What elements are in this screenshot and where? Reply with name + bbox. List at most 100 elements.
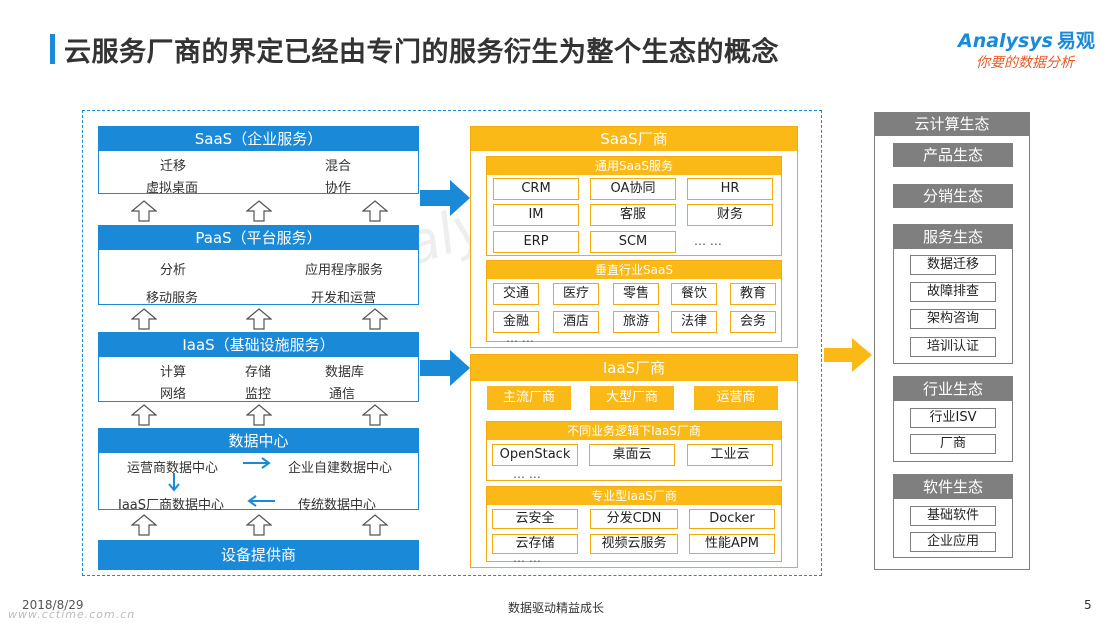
paas-item: 应用程序服务	[305, 263, 384, 278]
product-ecosystem: 产品生态	[893, 143, 1013, 167]
left-arrow-icon	[247, 495, 275, 507]
up-arrow-icon	[246, 404, 272, 426]
general-saas-item: HR	[687, 178, 773, 200]
title-accent-bar	[50, 34, 55, 64]
iaas-type-item: 大型厂商	[590, 386, 674, 410]
right-arrow-icon	[824, 338, 872, 372]
special-iaas-item: 性能APM	[689, 534, 775, 554]
general-saas-item: 客服	[590, 204, 676, 226]
service-ecosystem-box: 服务生态	[893, 224, 1013, 364]
footer-url: www.cctime.com.cn	[8, 608, 136, 621]
special-iaas-more: … …	[513, 551, 541, 565]
up-arrow-icon	[246, 200, 272, 222]
iaas-layer-title: IaaS（基础设施服务）	[99, 333, 418, 357]
paas-layer-box: PaaS（平台服务）	[98, 225, 419, 305]
special-iaas-item: 云存储	[492, 534, 578, 554]
special-iaas-item: 云安全	[492, 509, 578, 529]
general-saas-item: CRM	[493, 178, 579, 200]
iaas-item: 存储	[245, 365, 272, 380]
iaas-item: 监控	[245, 387, 272, 402]
datacenter-layer-title: 数据中心	[99, 429, 418, 453]
saas-vendor-title: SaaS厂商	[471, 127, 797, 151]
vertical-saas-item: 酒店	[553, 311, 599, 333]
iaas-layer-box: IaaS（基础设施服务）	[98, 332, 419, 402]
saas-item: 混合	[325, 159, 352, 174]
service-ecosystem-item: 数据迁移	[910, 255, 996, 275]
software-ecosystem-item: 基础软件	[910, 506, 996, 526]
vertical-saas-item: 医疗	[553, 283, 599, 305]
datacenter-layer-box: 数据中心	[98, 428, 419, 510]
iaas-logic-title: 不同业务逻辑下IaaS厂商	[487, 422, 781, 440]
special-iaas-item: Docker	[689, 509, 775, 529]
iaas-logic-more: … …	[513, 467, 541, 481]
industry-ecosystem-item: 厂商	[910, 434, 996, 454]
iaas-item: 计算	[160, 365, 187, 380]
datacenter-item: 传统数据中心	[298, 498, 377, 513]
industry-ecosystem-box: 行业生态	[893, 376, 1013, 462]
vertical-saas-item: 交通	[493, 283, 539, 305]
general-saas-item: OA协同	[590, 178, 676, 200]
device-provider-title: 设备提供商	[99, 541, 418, 569]
vertical-saas-item: 会务	[730, 311, 776, 333]
iaas-logic-item: 桌面云	[589, 444, 675, 466]
iaas-type-item: 运营商	[694, 386, 778, 410]
general-saas-title: 通用SaaS服务	[487, 157, 781, 175]
saas-layer-title: SaaS（企业服务）	[99, 127, 418, 151]
logo-en: Analysys	[958, 30, 1053, 52]
up-arrow-icon	[246, 308, 272, 330]
saas-item: 协作	[325, 181, 352, 196]
page-number: 5	[1084, 598, 1092, 612]
footer-date: 2018/8/29	[22, 598, 84, 612]
down-arrow-icon	[168, 473, 180, 492]
software-ecosystem-box: 软件生态	[893, 474, 1013, 558]
logo-slogan: 你要的数据分析	[976, 55, 1074, 71]
iaas-item: 通信	[329, 387, 356, 402]
iaas-logic-item: 工业云	[687, 444, 773, 466]
paas-item: 开发和运营	[311, 291, 377, 306]
right-arrow-icon	[420, 180, 470, 216]
special-iaas-item: 视频云服务	[590, 534, 678, 554]
paas-item: 移动服务	[146, 291, 199, 306]
logo-cn: 易观	[1056, 30, 1095, 52]
vertical-saas-title: 垂直行业SaaS	[487, 261, 781, 279]
paas-item: 分析	[160, 263, 187, 278]
general-saas-item: IM	[493, 204, 579, 226]
industry-ecosystem-item: 行业ISV	[910, 408, 996, 428]
up-arrow-icon	[131, 200, 157, 222]
vertical-saas-item: 教育	[730, 283, 776, 305]
saas-layer-box: SaaS（企业服务）	[98, 126, 419, 194]
vertical-saas-item: 餐饮	[671, 283, 717, 305]
up-arrow-icon	[362, 308, 388, 330]
up-arrow-icon	[362, 514, 388, 536]
device-provider-box: 设备提供商	[98, 540, 419, 570]
page-title: 云服务厂商的界定已经由专门的服务衍生为整个生态的概念	[64, 37, 779, 68]
general-saas-item: ERP	[493, 231, 579, 253]
service-ecosystem-item: 培训认证	[910, 337, 996, 357]
special-iaas-item: 分发CDN	[590, 509, 678, 529]
vertical-saas-item: 零售	[613, 283, 659, 305]
footer-slogan: 数据驱动精益成长	[508, 601, 605, 615]
iaas-vendor-title: IaaS厂商	[471, 355, 797, 381]
software-ecosystem-item: 企业应用	[910, 532, 996, 552]
service-ecosystem-item: 架构咨询	[910, 309, 996, 329]
software-ecosystem-title: 软件生态	[894, 475, 1012, 499]
cloud-ecosystem-title: 云计算生态	[874, 112, 1030, 136]
iaas-logic-item: OpenStack	[492, 444, 578, 466]
vertical-saas-item: 金融	[493, 311, 539, 333]
special-iaas-title: 专业型IaaS厂商	[487, 487, 781, 505]
ecosystem-frame	[82, 110, 822, 576]
up-arrow-icon	[131, 404, 157, 426]
vertical-saas-item: 法律	[671, 311, 717, 333]
right-arrow-icon	[243, 457, 271, 469]
datacenter-item: 运营商数据中心	[127, 461, 219, 476]
general-saas-more: … …	[694, 234, 722, 248]
up-arrow-icon	[131, 308, 157, 330]
paas-layer-title: PaaS（平台服务）	[99, 226, 418, 250]
iaas-item: 数据库	[325, 365, 365, 380]
saas-item: 迁移	[160, 159, 187, 174]
up-arrow-icon	[362, 404, 388, 426]
datacenter-item: IaaS厂商数据中心	[118, 498, 225, 513]
up-arrow-icon	[246, 514, 272, 536]
distribution-ecosystem: 分销生态	[893, 184, 1013, 208]
